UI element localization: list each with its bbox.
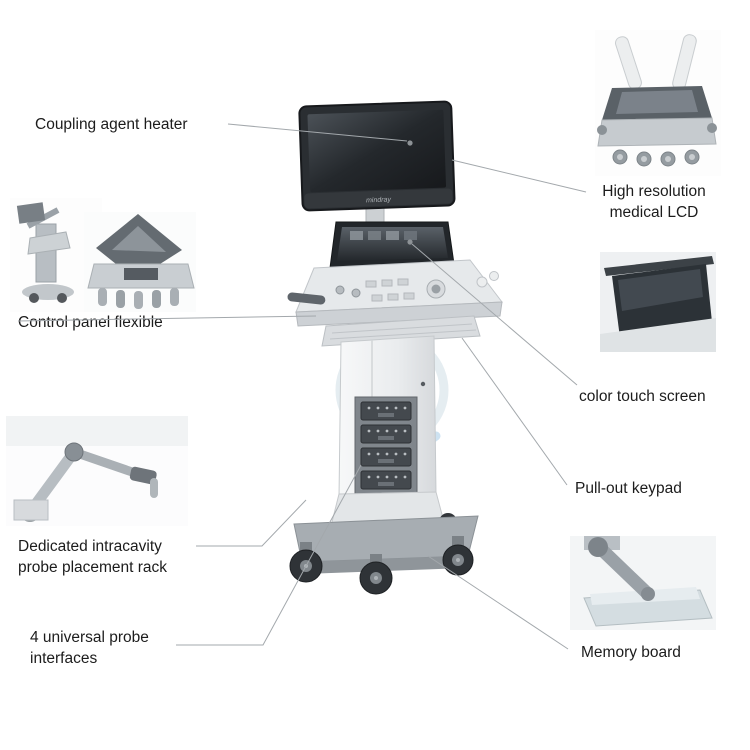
probe-holder-cup (476, 276, 488, 288)
callout-color-touch-screen: color touch screen (579, 388, 706, 405)
callout-probe-interfaces-line1: 4 universal probe (30, 629, 149, 646)
front-handle (287, 292, 326, 305)
probe-connector (360, 424, 412, 444)
probe-connector (360, 401, 412, 421)
callout-pull-out-keypad: Pull-out keypad (575, 480, 682, 497)
probe-connector (360, 470, 412, 490)
callout-probe-interfaces-line2: interfaces (30, 650, 98, 667)
probe-holder-cup (489, 271, 499, 281)
callout-coupling-agent-heater: Coupling agent heater (35, 116, 188, 133)
base (289, 491, 479, 595)
callout-high-resolution-lcd-line2: medical LCD (609, 204, 699, 221)
machine-touch-screen (329, 221, 455, 269)
callout-intracavity-rack-line2: probe placement rack (18, 559, 168, 576)
callout-intracavity-rack: Dedicated intracavity probe placement ra… (18, 536, 167, 578)
tower (338, 335, 437, 499)
inset-memory-photo (570, 536, 716, 630)
probe-connector (360, 447, 412, 467)
callout-high-resolution-lcd: High resolution medical LCD (583, 181, 725, 223)
callout-control-panel-flexible: Control panel flexible (18, 314, 163, 331)
callout-high-resolution-lcd-line1: High resolution (602, 183, 706, 200)
inset-touchscreen-photo (600, 252, 716, 352)
ultrasound-machine-illustration: mindray (287, 100, 503, 595)
brand-logo: mindray (366, 196, 392, 204)
inset-flexible-panel-photo (84, 212, 196, 312)
callout-intracavity-rack-line1: Dedicated intracavity (18, 538, 162, 555)
callout-memory-board: Memory board (581, 644, 681, 661)
callout-probe-interfaces: 4 universal probe interfaces (30, 627, 149, 669)
caster-wheel (359, 554, 393, 595)
monitor: mindray (298, 100, 456, 212)
inset-lcd-photo (595, 30, 721, 176)
inset-intracavity-photo (6, 416, 188, 526)
